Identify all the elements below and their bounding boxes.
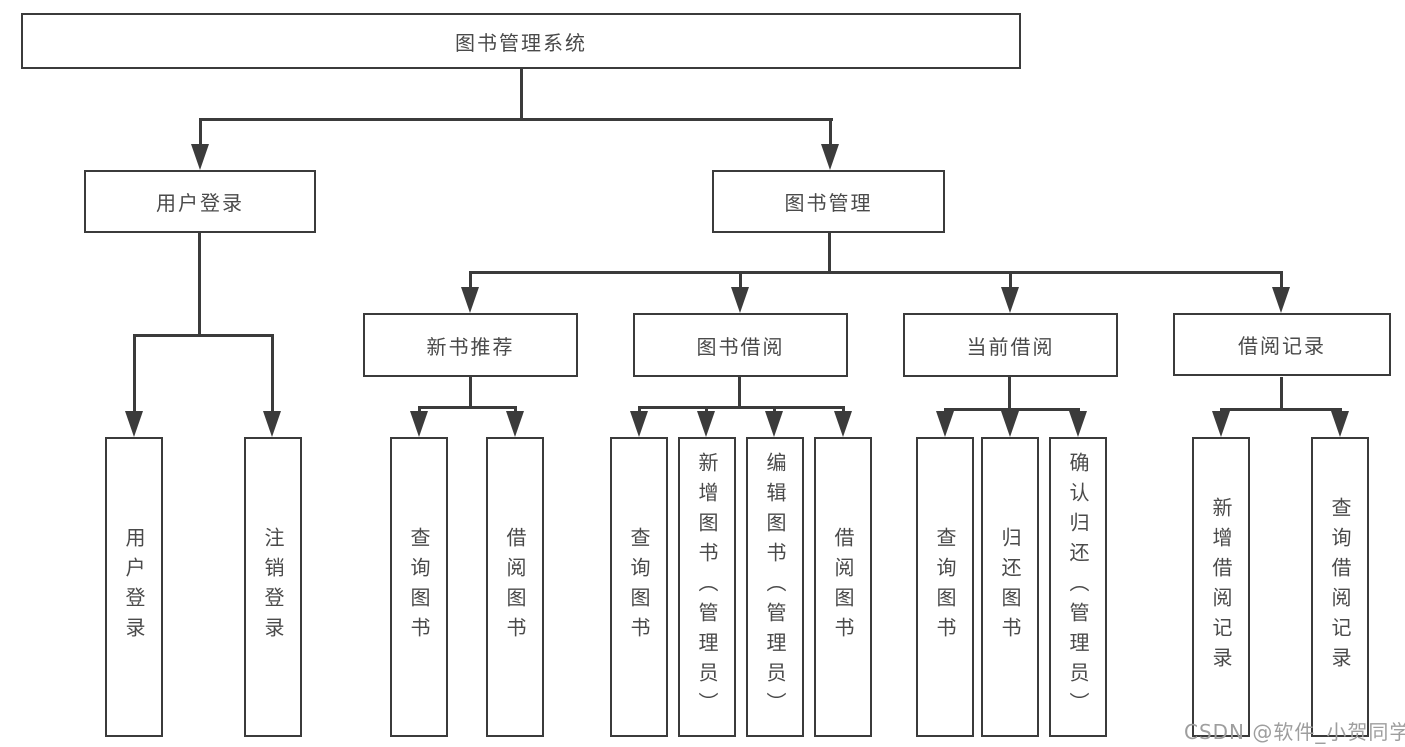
connector-level3-drop: [469, 274, 472, 289]
arrow-down-icon: [1212, 411, 1230, 437]
watermark-text: CSDN @软件_小贺同学: [1184, 720, 1405, 744]
leaf-return-books: 归还图书: [981, 437, 1039, 737]
arrow-down-icon: [191, 144, 209, 170]
leaf-add-borrow-record: 新增借阅记录: [1192, 437, 1250, 737]
connector-level3-drop: [739, 274, 742, 289]
leaf-confirm-return-admin: 确认归还（管理员）: [1049, 437, 1107, 737]
node-new-book-recommend: 新书推荐: [363, 313, 578, 377]
leaf-query-books-current: 查询图书: [916, 437, 974, 737]
arrow-down-icon: [936, 411, 954, 437]
leaf-edit-books-admin: 编辑图书（管理员）: [746, 437, 804, 737]
leaf-logout-login: 注销登录: [244, 437, 302, 737]
arrow-down-icon: [697, 411, 715, 437]
leaf-query-borrow-record: 查询借阅记录: [1311, 437, 1369, 737]
arrow-down-icon: [410, 411, 428, 437]
node-borrow-records: 借阅记录: [1173, 313, 1391, 376]
arrow-down-icon: [1001, 287, 1019, 313]
connector-user-login-drop: [199, 121, 202, 147]
connector-book-management-stem: [828, 233, 831, 273]
connector-new-book-rail: [418, 406, 517, 409]
arrow-down-icon: [125, 411, 143, 437]
connector-leaf-drop: [271, 337, 274, 413]
connector-book-borrow-rail: [638, 406, 845, 409]
arrow-down-icon: [821, 144, 839, 170]
arrow-down-icon: [1001, 411, 1019, 437]
leaf-user-login: 用户登录: [105, 437, 163, 737]
connector-leaf-drop: [133, 337, 136, 413]
node-book-management: 图书管理: [712, 170, 945, 233]
leaf-add-books-admin: 新增图书（管理员）: [678, 437, 736, 737]
leaf-borrow-books-recommend: 借阅图书: [486, 437, 544, 737]
connector-borrow-records-stem: [1280, 377, 1283, 410]
connector-user-login-stem: [198, 233, 201, 336]
node-current-borrow: 当前借阅: [903, 313, 1118, 377]
connector-book-management-drop: [829, 121, 832, 147]
arrow-down-icon: [461, 287, 479, 313]
connector-current-borrow-stem: [1008, 377, 1011, 410]
connector-level3-drop: [1280, 274, 1283, 289]
arrow-down-icon: [1331, 411, 1349, 437]
node-root: 图书管理系统: [21, 13, 1021, 69]
connector-root-stem: [520, 69, 523, 120]
arrow-down-icon: [630, 411, 648, 437]
arrow-down-icon: [834, 411, 852, 437]
arrow-down-icon: [731, 287, 749, 313]
arrow-down-icon: [765, 411, 783, 437]
connector-new-book-stem: [469, 377, 472, 408]
leaf-query-books-borrow: 查询图书: [610, 437, 668, 737]
connector-level3-rail: [469, 271, 1283, 274]
leaf-borrow-books: 借阅图书: [814, 437, 872, 737]
arrow-down-icon: [1272, 287, 1290, 313]
connector-level3-drop: [1009, 274, 1012, 289]
connector-current-borrow-rail: [944, 408, 1080, 411]
arrow-down-icon: [263, 411, 281, 437]
arrow-down-icon: [1069, 411, 1087, 437]
connector-borrow-records-rail: [1220, 408, 1342, 411]
node-book-borrow: 图书借阅: [633, 313, 848, 377]
node-user-login: 用户登录: [84, 170, 316, 233]
connector-level2-rail: [199, 118, 833, 121]
leaf-query-books-recommend: 查询图书: [390, 437, 448, 737]
connector-book-borrow-stem: [738, 377, 741, 408]
arrow-down-icon: [506, 411, 524, 437]
connector-user-login-rail: [133, 334, 274, 337]
